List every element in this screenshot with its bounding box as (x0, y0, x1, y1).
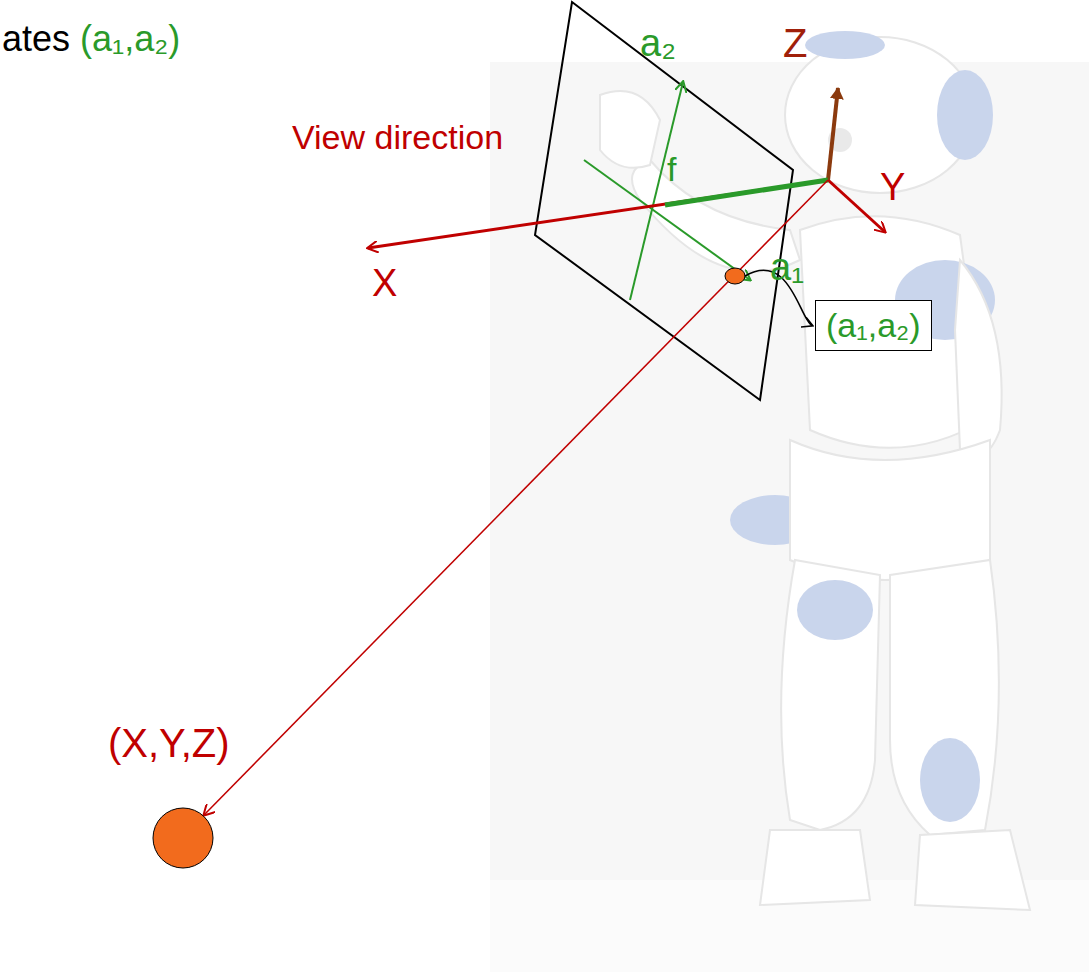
image-point (725, 268, 745, 284)
view-direction-label: View direction (292, 118, 503, 157)
axis-label: a₁ (770, 246, 804, 290)
axis-label: Z (783, 20, 807, 66)
axis-label: Y (880, 166, 905, 210)
z-axis (828, 88, 838, 180)
point-label: (X,Y,Z) (108, 720, 230, 766)
cut-off-heading: ates (2, 18, 70, 59)
image-plane (535, 2, 793, 400)
world-point (153, 808, 213, 868)
focal-length-label: f (667, 150, 676, 189)
axis-label: X (372, 262, 397, 306)
box-text: (a₁,a₂) (826, 305, 921, 346)
a2-axis (630, 82, 683, 300)
coordinate-box: (a₁,a₂) (815, 300, 932, 351)
projection-ray (204, 180, 828, 815)
y-axis (828, 180, 885, 232)
robot-photo (490, 31, 1089, 972)
axis-label: a₂ (640, 22, 676, 66)
x-axis (368, 180, 828, 248)
focal-length (665, 180, 828, 205)
heading-coordinates: (a₁,a₂) (80, 18, 180, 59)
